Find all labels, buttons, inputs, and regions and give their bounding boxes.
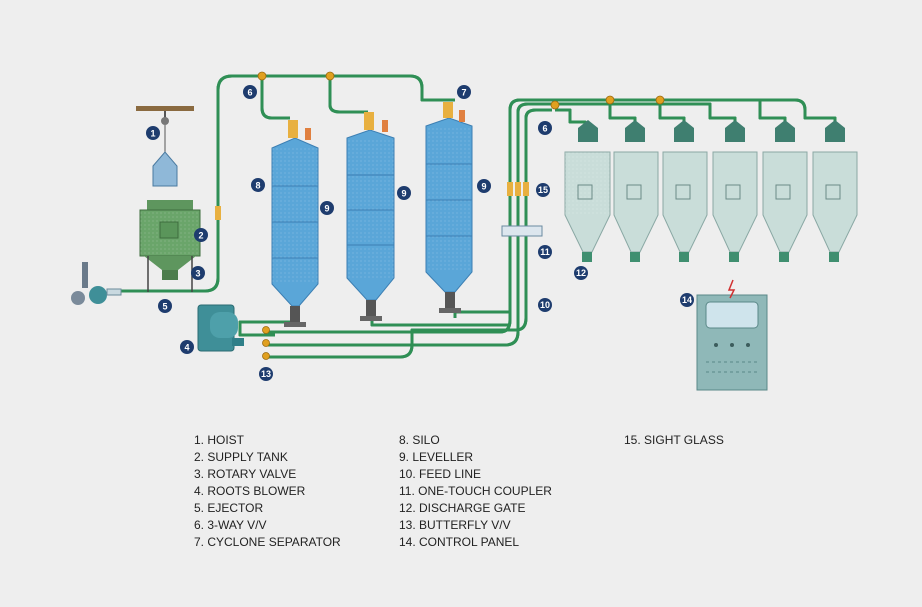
- legend-item: 4. ROOTS BLOWER: [194, 484, 306, 498]
- callout-3: 3: [191, 266, 205, 280]
- legend-item: 3. ROTARY VALVE: [194, 467, 297, 481]
- pipe-drop-silo-1: [260, 76, 290, 120]
- process-flow-diagram: 1 2 3 4 5 6 6 7 8 9 9 9 10 11 12 13 14 1…: [71, 71, 858, 391]
- lightning-icon: [727, 279, 736, 299]
- supply-tank: [139, 200, 201, 292]
- hopper-6: [812, 120, 858, 262]
- three-way-valve: [655, 95, 665, 105]
- hopper-2: [613, 120, 659, 262]
- callout-9: 9: [477, 179, 491, 193]
- hopper-4: [712, 120, 758, 262]
- callout-4: 4: [180, 340, 194, 354]
- rotary-valve: [162, 270, 178, 280]
- svg-text:4: 4: [184, 343, 189, 353]
- callout-15: 15: [536, 183, 550, 197]
- svg-text:9: 9: [481, 182, 486, 192]
- legend-item: 12. DISCHARGE GATE: [399, 501, 526, 515]
- callout-7: 7: [457, 85, 471, 99]
- butterfly-valve: [262, 326, 270, 334]
- silo-1: [271, 120, 319, 327]
- legend-item: 5. EJECTOR: [194, 501, 264, 515]
- butterfly-valve: [262, 339, 270, 347]
- svg-text:1: 1: [150, 129, 155, 139]
- callout-13: 13: [259, 367, 273, 381]
- legend-item: 10. FEED LINE: [399, 467, 482, 481]
- valves: [257, 71, 665, 360]
- svg-text:13: 13: [261, 369, 271, 379]
- svg-text:6: 6: [542, 124, 547, 134]
- svg-text:12: 12: [576, 268, 586, 278]
- callout-5: 5: [158, 299, 172, 313]
- control-panel: [696, 279, 768, 391]
- callout-6: 6: [538, 121, 552, 135]
- sight-glasses: [215, 182, 529, 220]
- svg-text:9: 9: [401, 189, 406, 199]
- callout-6: 6: [243, 85, 257, 99]
- svg-text:15: 15: [538, 185, 548, 195]
- pipe-silo-header: [262, 74, 455, 102]
- legend-item: 11. ONE-TOUCH COUPLER: [399, 484, 552, 498]
- legend-column-3: 15. SIGHT GLASS: [624, 432, 724, 449]
- legend-column-2: 8. SILO 9. LEVELLER 10. FEED LINE 11. ON…: [399, 432, 552, 551]
- hoist-bag: [152, 151, 178, 187]
- silo-2: [346, 112, 395, 321]
- hopper-1: [564, 120, 611, 262]
- pipe-drop-silo-2: [328, 76, 368, 114]
- roots-blower: [197, 304, 244, 352]
- ejector: [71, 262, 122, 305]
- svg-text:11: 11: [540, 247, 550, 257]
- callout-1: 1: [146, 126, 160, 140]
- hopper-3: [662, 120, 708, 262]
- legend-item: 6. 3-WAY V/V: [194, 518, 267, 532]
- legend-item: 14. CONTROL PANEL: [399, 535, 520, 549]
- silo-3: [425, 102, 473, 313]
- svg-text:8: 8: [255, 181, 260, 191]
- three-way-valve: [257, 71, 267, 81]
- callout-12: 12: [574, 266, 588, 280]
- three-way-valve: [605, 95, 615, 105]
- legend-item: 13. BUTTERFLY V/V: [399, 518, 511, 532]
- hoist-rail: [136, 106, 194, 111]
- callout-9: 9: [320, 201, 334, 215]
- svg-text:10: 10: [540, 300, 550, 310]
- callout-11: 11: [538, 245, 552, 259]
- hoist: [136, 106, 194, 187]
- svg-text:2: 2: [198, 231, 203, 241]
- legend-item: 2. SUPPLY TANK: [194, 450, 288, 464]
- one-touch-coupler: [501, 225, 543, 237]
- hoist-pulley: [161, 117, 169, 125]
- legend-item: 15. SIGHT GLASS: [624, 433, 724, 447]
- svg-text:7: 7: [461, 88, 466, 98]
- hopper-row: [564, 120, 858, 262]
- hopper-5: [762, 120, 808, 262]
- callouts: 1 2 3 4 5 6 6 7 8 9 9 9 10 11 12 13 14 1…: [146, 85, 694, 381]
- svg-text:3: 3: [195, 269, 200, 279]
- callout-8: 8: [251, 178, 265, 192]
- svg-text:14: 14: [682, 295, 692, 305]
- legend-item: 1. HOIST: [194, 433, 245, 447]
- three-way-valve: [325, 71, 335, 81]
- legend-item: 9. LEVELLER: [399, 450, 474, 464]
- legend-column-1: 1. HOIST 2. SUPPLY TANK 3. ROTARY VALVE …: [194, 432, 341, 551]
- callout-14: 14: [680, 293, 694, 307]
- three-way-valve: [550, 100, 560, 110]
- legend-item: 7. CYCLONE SEPARATOR: [194, 535, 341, 549]
- callout-10: 10: [538, 298, 552, 312]
- callout-9: 9: [397, 186, 411, 200]
- butterfly-valve: [262, 352, 270, 360]
- svg-text:6: 6: [247, 88, 252, 98]
- svg-text:9: 9: [324, 204, 329, 214]
- callout-2: 2: [194, 228, 208, 242]
- svg-text:5: 5: [162, 302, 167, 312]
- legend-item: 8. SILO: [399, 433, 440, 447]
